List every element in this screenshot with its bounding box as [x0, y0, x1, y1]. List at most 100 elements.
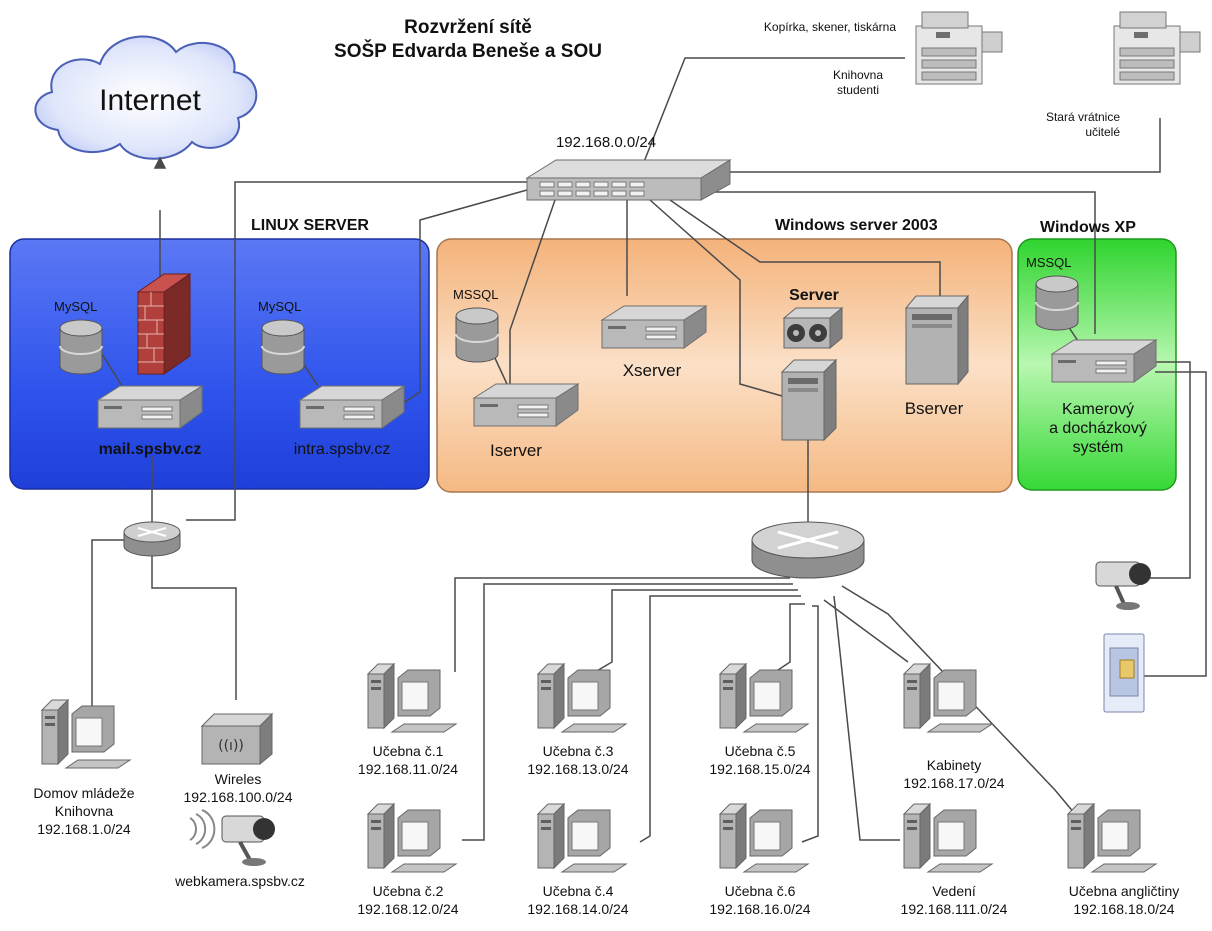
printer-icon	[915, 11, 1003, 85]
workstation-icon	[903, 803, 993, 873]
lab-label: Učebna č.3 192.168.13.0/24	[527, 742, 628, 778]
access-point-icon: ((ı))	[200, 712, 274, 766]
cloud-icon	[34, 35, 258, 160]
dormitory-name-line-2: Knihovna	[54, 803, 114, 819]
camera-system-line-2: a docházkový	[1049, 420, 1147, 437]
server-icon	[299, 385, 405, 429]
server-icon	[97, 385, 203, 429]
database-icon	[455, 307, 499, 363]
iserver-label: Iserver	[490, 441, 542, 460]
router-icon	[123, 521, 181, 557]
tower-server-icon	[904, 294, 970, 386]
lab-ip: 192.168.11.0/24	[357, 761, 459, 777]
database-icon	[59, 319, 103, 375]
lab-name: Učebna č.4	[542, 883, 614, 899]
lab-name: Vedení	[932, 883, 976, 899]
wireless-ip: 192.168.100.0/24	[183, 789, 293, 805]
workstation-icon	[719, 803, 809, 873]
bserver-label: Bserver	[904, 399, 964, 418]
lab-ip: 192.168.18.0/24	[1073, 901, 1175, 917]
printer-label: Kopírka, skener, tiskárna	[763, 20, 896, 34]
wireless-name: Wireles	[214, 771, 262, 787]
camera-system-label: Kamerový a docházkový systém	[1049, 400, 1147, 457]
mail-server-label: mail.spsbv.cz	[98, 441, 202, 458]
page-title: Rozvržení sítě SOŠP Edvarda Beneše a SOU	[334, 16, 602, 64]
lab-ip: 192.168.12.0/24	[357, 901, 459, 917]
lab-ip: 192.168.16.0/24	[709, 901, 811, 917]
mssql-label: MSSQL	[1026, 255, 1072, 270]
internet-label: Internet	[99, 84, 201, 117]
workstation-icon	[719, 663, 809, 733]
database-icon	[1035, 275, 1079, 331]
lab-label: Učebna angličtiny 192.168.18.0/24	[1069, 882, 1180, 918]
workstation-icon	[367, 663, 457, 733]
firewall-icon	[136, 273, 192, 375]
library-label-line-2: studenti	[836, 83, 880, 97]
gate-teachers-label: Stará vrátnice učitelé	[1046, 110, 1120, 140]
lab-label: Učebna č.6 192.168.16.0/24	[709, 882, 810, 918]
lab-ip: 192.168.111.0/24	[900, 901, 1008, 917]
mssql-label: MSSQL	[453, 287, 499, 302]
workstation-icon	[903, 663, 993, 733]
lab-name: Učebna č.5	[724, 743, 796, 759]
svg-text:((ı)): ((ı))	[218, 738, 244, 754]
dormitory-label: Domov mládeže Knihovna 192.168.1.0/24	[33, 784, 134, 838]
workstation-icon	[1067, 803, 1157, 873]
xserver-label: Xserver	[622, 361, 682, 380]
winxp-zone-title: Windows XP	[1040, 219, 1136, 236]
server-label: Server	[789, 287, 839, 304]
ip-camera-icon	[1095, 561, 1151, 610]
webcam-label: webkamera.spsbv.cz	[175, 873, 305, 889]
title-line-2: SOŠP Edvarda Beneše a SOU	[334, 41, 602, 62]
windows2003-zone	[436, 238, 1013, 493]
lab-ip: 192.168.15.0/24	[709, 761, 811, 777]
lab-label: Učebna č.2 192.168.12.0/24	[357, 882, 458, 918]
wireless-label: Wireles 192.168.100.0/24	[184, 770, 293, 806]
lab-label: Učebna č.4 192.168.14.0/24	[527, 882, 628, 918]
dormitory-name-line-1: Domov mládeže	[33, 785, 135, 801]
camera-system-line-1: Kamerový	[1061, 401, 1135, 418]
tower-server-icon	[780, 358, 838, 442]
lab-name: Učebna č.2	[372, 883, 444, 899]
library-label-line-1: Knihovna	[832, 68, 884, 82]
lab-label: Vedení 192.168.111.0/24	[901, 882, 1008, 918]
database-icon	[261, 319, 305, 375]
title-line-1: Rozvržení sítě	[404, 17, 532, 38]
linux-zone-title: LINUX SERVER	[251, 217, 369, 234]
server-icon	[1051, 339, 1157, 383]
lab-label: Učebna č.1 192.168.11.0/24	[358, 742, 458, 778]
lab-ip: 192.168.14.0/24	[527, 901, 629, 917]
lab-name: Učebna č.3	[542, 743, 614, 759]
lab-label: Učebna č.5 192.168.15.0/24	[709, 742, 810, 778]
dormitory-ip: 192.168.1.0/24	[37, 821, 131, 837]
workstation-icon	[537, 663, 627, 733]
lab-name: Učebna angličtiny	[1068, 883, 1180, 899]
workstation-icon	[537, 803, 627, 873]
lab-name: Učebna č.1	[372, 743, 444, 759]
library-students-label: Knihovna studenti	[833, 68, 883, 98]
switch-ip-label: 192.168.0.0/24	[555, 134, 657, 151]
gate-label-line-1: Stará vrátnice	[1045, 110, 1120, 124]
router-icon	[751, 521, 865, 579]
workstation-icon	[41, 699, 131, 769]
mysql-label: MySQL	[54, 299, 98, 314]
lab-ip: 192.168.13.0/24	[527, 761, 629, 777]
windows2003-zone-title: Windows server 2003	[775, 217, 938, 234]
ip-camera-icon	[189, 809, 275, 866]
mysql-label: MySQL	[258, 299, 302, 314]
server-icon	[601, 305, 707, 349]
gate-label-line-2: učitelé	[1085, 125, 1120, 139]
switch-icon	[525, 159, 732, 201]
lab-name: Kabinety	[926, 757, 982, 773]
intra-server-label: intra.spsbv.cz	[293, 441, 391, 458]
connections	[91, 57, 1207, 843]
tape-drive-icon	[782, 306, 844, 350]
lab-name: Učebna č.6	[724, 883, 796, 899]
camera-system-line-3: systém	[1072, 439, 1124, 456]
printer-icon	[1113, 11, 1201, 85]
workstation-icon	[367, 803, 457, 873]
arrow-icon	[153, 156, 167, 169]
server-icon	[473, 383, 579, 427]
